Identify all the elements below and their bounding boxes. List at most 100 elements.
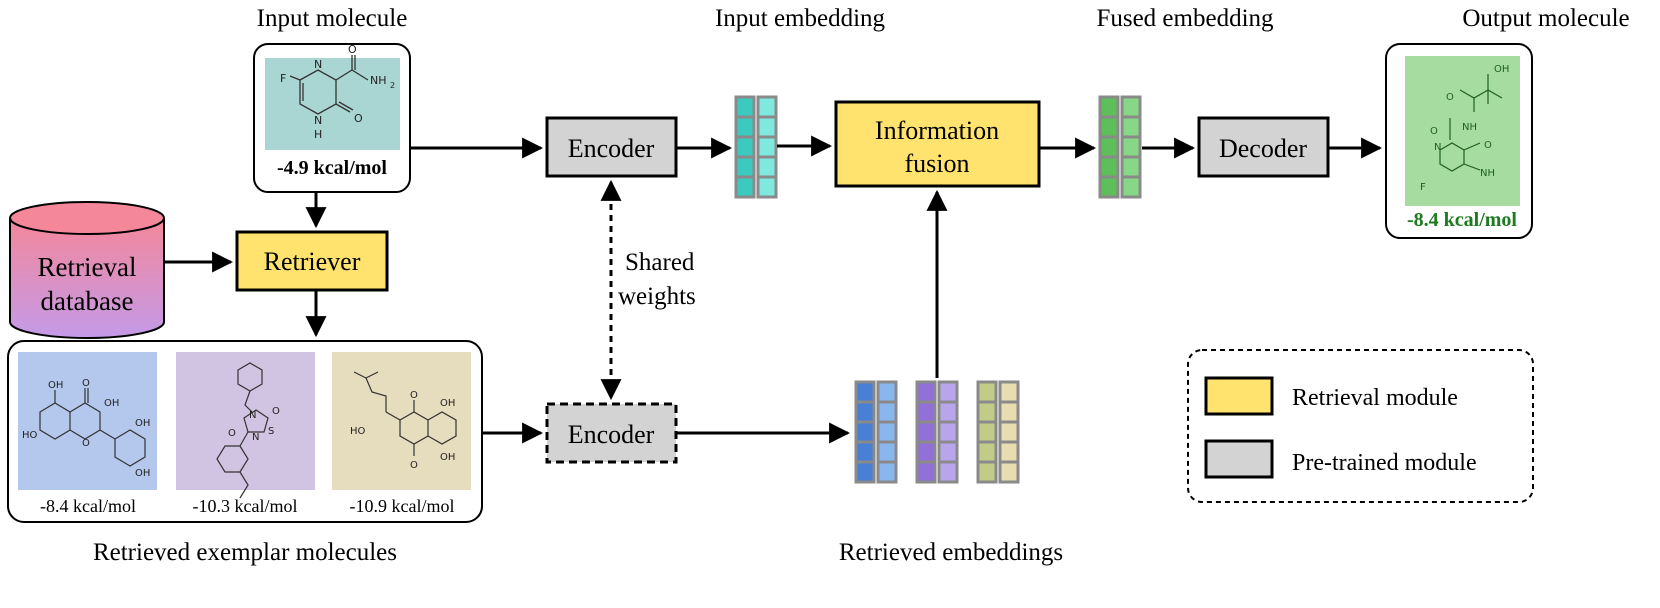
exemplar-3-atom-oh1: OH xyxy=(440,398,455,409)
embedding-cell xyxy=(1101,158,1117,176)
output-atom-n: N xyxy=(1434,142,1441,153)
embedding-cell xyxy=(1123,98,1139,116)
input-atom-f: F xyxy=(280,72,286,85)
exemplar-3-structure xyxy=(353,371,457,456)
decoder-label: Decoder xyxy=(1219,134,1307,163)
output-atom-o1: O xyxy=(1446,92,1454,103)
embedding-cell xyxy=(879,423,895,441)
decoder-box: Decoder xyxy=(1197,116,1330,178)
embedding-cell xyxy=(879,443,895,461)
input-atom-n-bottom: N xyxy=(314,114,322,127)
exemplar-2-atom-s: S xyxy=(268,426,274,437)
embedding-cell xyxy=(940,443,956,461)
database-label-line1: Retrieval xyxy=(38,252,137,282)
legend: Retrieval module Pre-trained module xyxy=(1187,349,1534,503)
embedding-cell xyxy=(918,423,934,441)
embedding-cell xyxy=(879,463,895,481)
embedding-cell xyxy=(737,118,753,136)
encoder-bottom-label: Encoder xyxy=(568,420,655,449)
exemplar-1-atom-o1: O xyxy=(82,378,90,389)
input-molecule-score: -4.9 kcal/mol xyxy=(277,157,387,179)
exemplar-1-atom-oh1: OH xyxy=(48,380,63,391)
exemplar-2-structure xyxy=(216,362,269,499)
encoder-top-label: Encoder xyxy=(568,134,655,163)
embedding-cell xyxy=(759,118,775,136)
embedding-cell xyxy=(1123,138,1139,156)
legend-swatch-pretrained xyxy=(1204,439,1274,479)
input-atom-o-bottom: O xyxy=(354,112,363,125)
embedding-cell xyxy=(1123,158,1139,176)
embedding-cell xyxy=(1123,118,1139,136)
exemplar-3-atom-oh2: OH xyxy=(440,452,455,463)
embedding-cell xyxy=(857,463,873,481)
output-atom-o2: O xyxy=(1430,126,1438,137)
input-atom-h: H xyxy=(314,128,322,141)
input-molecule-structure xyxy=(289,55,369,115)
shared-weights-line2: weights xyxy=(618,283,696,310)
embedding-stacks xyxy=(734,95,1142,484)
exemplar-1-atom-oh3: OH xyxy=(135,418,150,429)
output-atom-nh2: NH xyxy=(1480,168,1495,179)
exemplar-2-atom-o2: O xyxy=(228,428,236,439)
embedding-cell xyxy=(918,403,934,421)
embedding-cell xyxy=(940,463,956,481)
retrieved-embedding-stack-3 xyxy=(976,380,1020,484)
exemplar-3-image xyxy=(332,352,471,490)
embedding-cell xyxy=(737,98,753,116)
embedding-cell xyxy=(879,383,895,401)
embedding-cell xyxy=(979,403,995,421)
embedding-cell xyxy=(1101,98,1117,116)
legend-label-pretrained: Pre-trained module xyxy=(1292,450,1477,476)
embedding-cell xyxy=(979,443,995,461)
embedding-cell xyxy=(940,403,956,421)
embedding-cell xyxy=(979,383,995,401)
input-molecule-label: Input molecule xyxy=(257,5,408,32)
information-fusion-box: Information fusion xyxy=(834,100,1041,188)
embedding-cell xyxy=(940,383,956,401)
embedding-cell xyxy=(1001,423,1017,441)
embedding-cell xyxy=(1001,443,1017,461)
output-molecule-structure xyxy=(1439,74,1503,172)
embedding-cell xyxy=(1101,178,1117,196)
input-atom-o-top: O xyxy=(348,43,357,56)
output-molecule-score: -8.4 kcal/mol xyxy=(1407,209,1517,231)
legend-label-retrieval: Retrieval module xyxy=(1292,385,1458,411)
retrieved-embedding-stack-2 xyxy=(915,380,959,484)
fused-embedding-label: Fused embedding xyxy=(1096,5,1274,32)
embedding-cell xyxy=(979,463,995,481)
legend-swatch-retrieval xyxy=(1204,376,1274,416)
exemplar-1-image xyxy=(18,352,157,490)
input-embedding-label: Input embedding xyxy=(715,5,886,32)
embedding-cell xyxy=(857,383,873,401)
exemplar-1-score: -8.4 kcal/mol xyxy=(40,496,136,516)
exemplar-1-structure xyxy=(39,388,146,467)
legend-frame xyxy=(1187,349,1534,503)
embedding-cell xyxy=(759,98,775,116)
exemplar-2-atom-o1: O xyxy=(272,406,280,417)
embedding-cell xyxy=(1123,178,1139,196)
output-molecule-panel: OH O NH O N O NH F -8.4 kcal/mol xyxy=(1385,43,1533,239)
embedding-cell xyxy=(979,423,995,441)
embedding-cell xyxy=(737,138,753,156)
embedding-cell xyxy=(1001,463,1017,481)
embedding-cell xyxy=(879,403,895,421)
input-atom-nh2: NH xyxy=(370,74,387,87)
exemplar-2-atom-n1: N xyxy=(249,410,256,421)
output-atom-f: F xyxy=(1420,182,1426,193)
encoder-bottom-box: Encoder xyxy=(545,402,678,464)
exemplar-3-atom-o1: O xyxy=(410,390,418,401)
retriever-label: Retriever xyxy=(264,247,361,276)
exemplar-2-image xyxy=(176,352,315,490)
output-molecule-image xyxy=(1405,56,1520,206)
retrieved-embeddings-label: Retrieved embeddings xyxy=(839,539,1063,566)
retrieval-database: Retrieval database xyxy=(9,201,165,339)
retriever-box: Retriever xyxy=(235,230,389,292)
output-molecule-label: Output molecule xyxy=(1462,5,1629,32)
output-atom-o3: O xyxy=(1484,140,1492,151)
retrieved-exemplars-panel: OH O OH HO O OH OH N O S O N xyxy=(7,340,483,523)
embedding-cell xyxy=(1101,138,1117,156)
embedding-cell xyxy=(918,443,934,461)
embedding-cell xyxy=(857,403,873,421)
input-embedding-stack xyxy=(734,95,778,199)
